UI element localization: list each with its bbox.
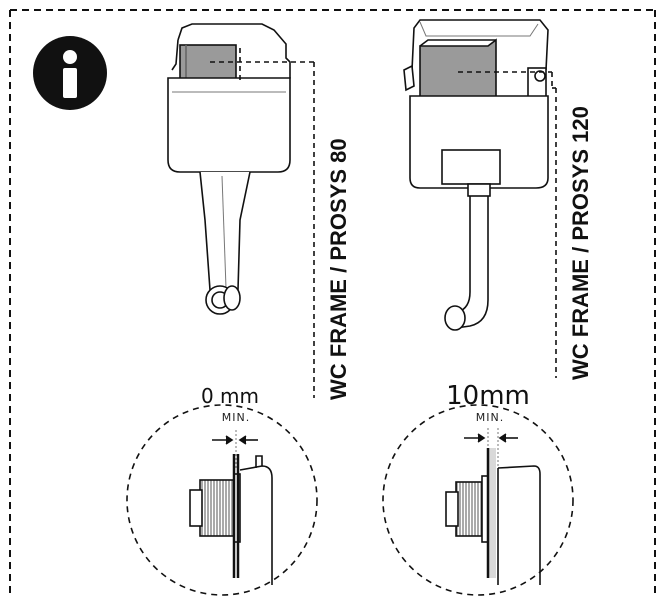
frame-prosys-120-drawing bbox=[403, 19, 549, 331]
frame-prosys-80-drawing bbox=[167, 23, 291, 315]
dashed-border bbox=[9, 9, 656, 598]
frame-label-prosys-120: WC FRAME / PROSYS 120 bbox=[568, 106, 593, 380]
gap-value-10mm: 10mm bbox=[446, 381, 530, 411]
frame-label-prosys-80: WC FRAME / PROSYS 80 bbox=[326, 138, 351, 400]
leader-line-80 bbox=[210, 48, 315, 398]
info-icon bbox=[33, 36, 107, 110]
detail-circle-0mm: 0 mm MIN. bbox=[126, 384, 318, 596]
detail-circle-10mm: 10mm MIN. bbox=[382, 381, 574, 596]
gap-min-label-0mm: MIN. bbox=[222, 411, 250, 424]
gap-value-0mm: 0 mm bbox=[201, 384, 259, 408]
gap-min-label-10mm: MIN. bbox=[476, 411, 504, 424]
leader-line-120 bbox=[458, 71, 557, 378]
